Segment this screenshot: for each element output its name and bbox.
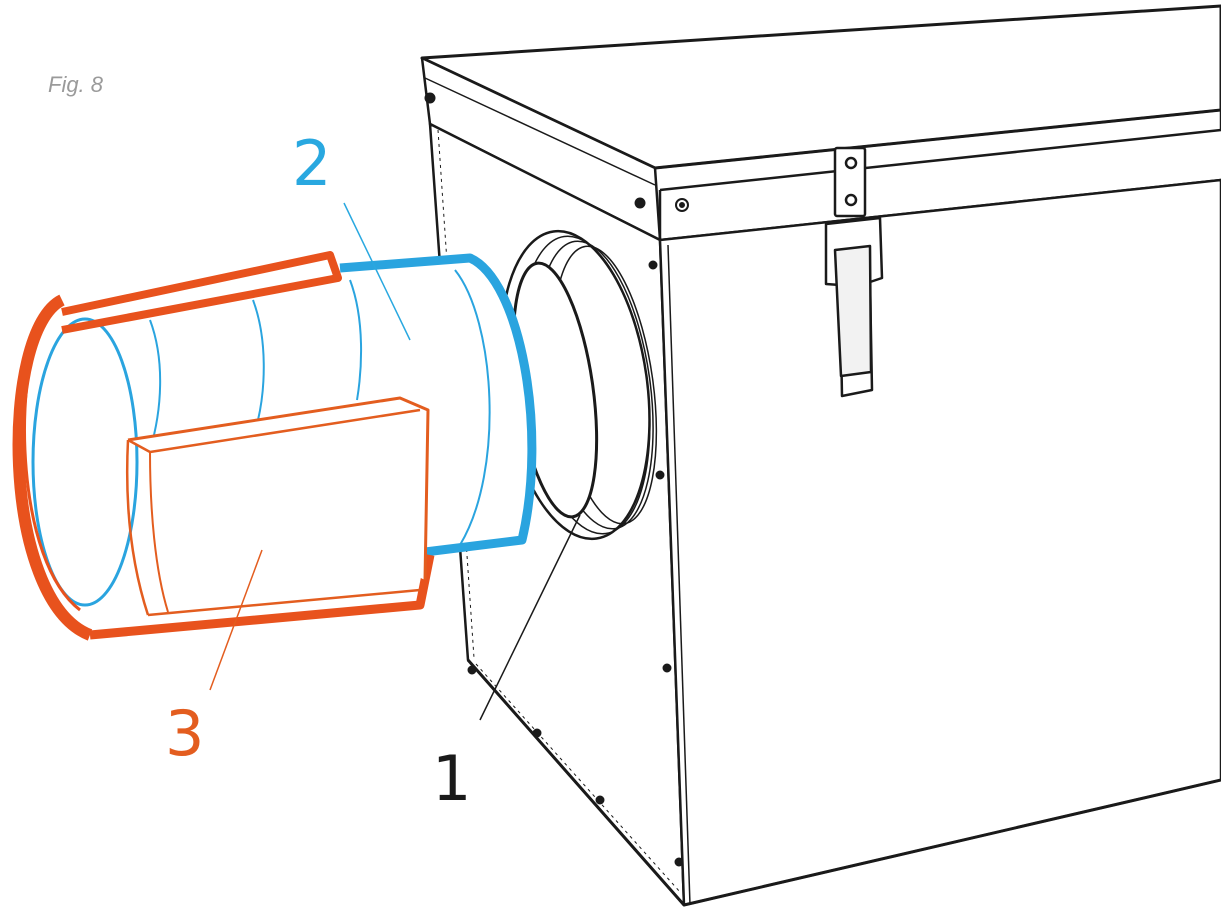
- latch: [824, 146, 884, 398]
- filter-cartridge: [31, 253, 537, 607]
- callout-3: 3: [165, 697, 204, 770]
- prefilter-wrap: [12, 251, 435, 641]
- figure-caption: Fig. 8: [48, 72, 104, 97]
- leader-lines: [209, 202, 581, 721]
- callout-2: 2: [292, 127, 331, 200]
- callout-1: 1: [432, 742, 471, 815]
